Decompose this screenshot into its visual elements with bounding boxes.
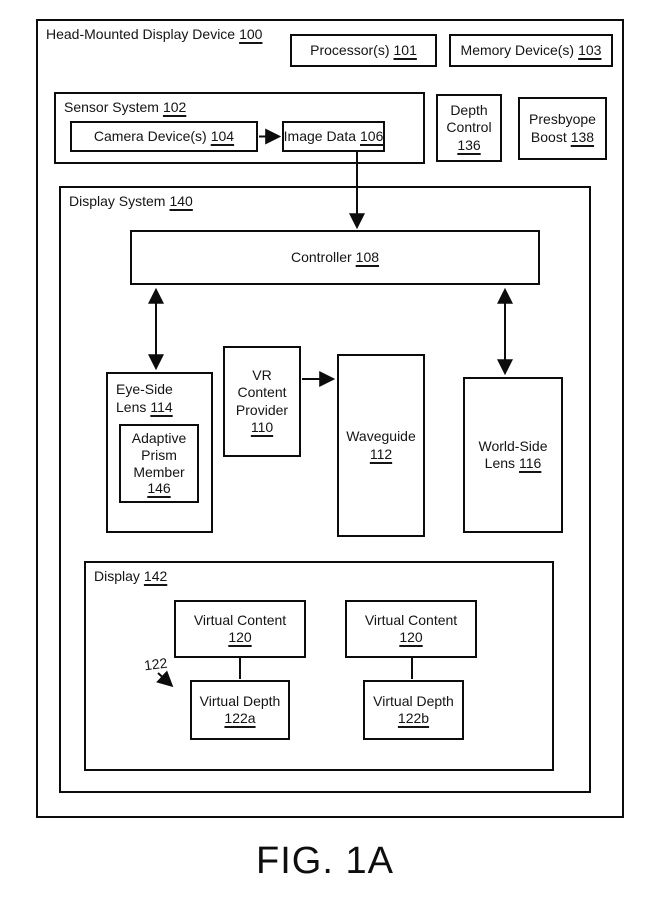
- camera-devices-label: Camera Device(s)104: [93, 127, 235, 144]
- adaptive-prism-member-label: Adaptive: [131, 429, 187, 446]
- reference-122-label: 122: [143, 654, 169, 674]
- virtual-depth-b-label: Virtual Depth: [373, 692, 454, 709]
- virtual-content-right-box: Virtual Content 120: [345, 600, 477, 658]
- vr-content-provider-box: VR Content Provider 110: [223, 346, 301, 457]
- virtual-content-left-box: Virtual Content 120: [174, 600, 306, 658]
- vr-content-provider-label: VR: [252, 366, 272, 383]
- virtual-content-left-label: Virtual Content: [193, 611, 287, 628]
- figure-caption: FIG. 1A: [256, 840, 394, 882]
- virtual-depth-b-box: Virtual Depth 122b: [363, 680, 464, 740]
- camera-devices-box: Camera Device(s)104: [70, 121, 258, 152]
- virtual-depth-a-box: Virtual Depth 122a: [190, 680, 290, 740]
- virtual-depth-a-label: Virtual Depth: [199, 692, 281, 709]
- waveguide-label: Waveguide: [346, 428, 416, 444]
- virtual-content-right-label: Virtual Content: [364, 611, 458, 628]
- memory-devices-label: Memory Device(s)103: [460, 41, 602, 58]
- world-side-lens-label: World-Side: [478, 437, 548, 454]
- processor-box: Processor(s)101: [290, 34, 437, 67]
- memory-devices-box: Memory Device(s)103: [449, 34, 613, 67]
- presbyope-boost-label: Presbyope: [529, 111, 596, 127]
- processor-label: Processor(s)101: [310, 41, 417, 58]
- adaptive-prism-member-box: Adaptive Prism Member 146: [119, 424, 199, 503]
- depth-control-box: Depth Control 136: [436, 94, 502, 162]
- waveguide-box: Waveguide 112: [337, 354, 425, 537]
- depth-control-label: Depth: [450, 101, 488, 118]
